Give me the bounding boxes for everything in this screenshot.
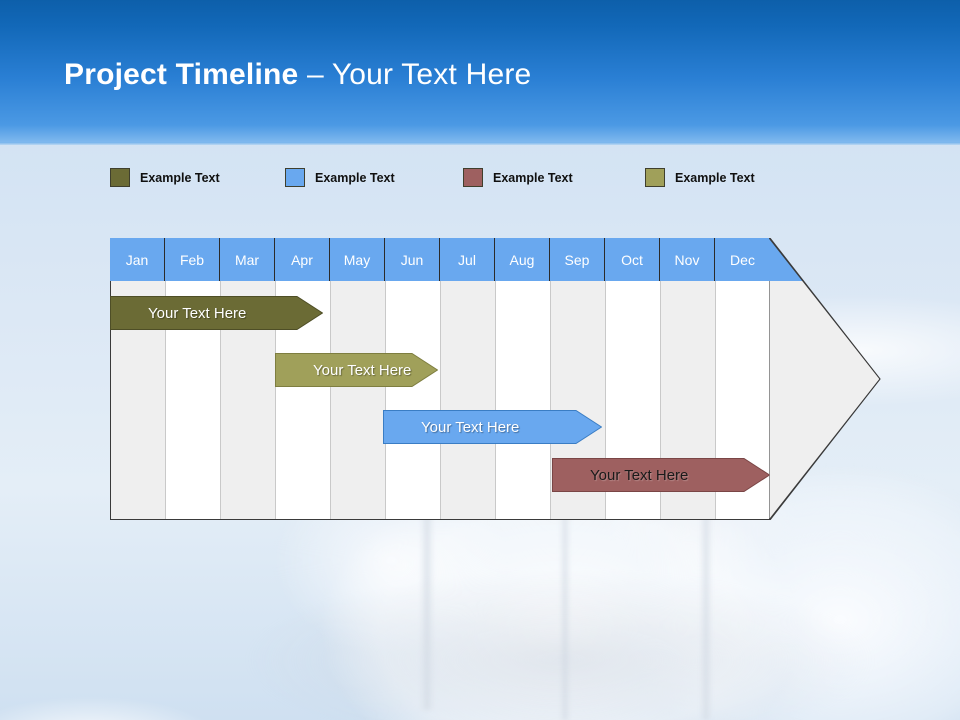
timeline-bar-4[interactable]: Your Text Here bbox=[552, 458, 770, 492]
fabric-fold-3 bbox=[560, 330, 570, 720]
header-divider bbox=[0, 142, 960, 145]
timeline-column-jan bbox=[111, 239, 166, 519]
timeline-bar-label-2: Your Text Here bbox=[313, 361, 412, 379]
legend-item-3[interactable]: Example Text bbox=[463, 168, 573, 187]
timeline-column-jun bbox=[386, 239, 441, 519]
page-title-bold: Project Timeline bbox=[64, 58, 299, 91]
timeline-bar-shape-1 bbox=[110, 296, 323, 330]
month-header-feb[interactable]: Feb bbox=[165, 238, 220, 281]
timeline-column-jul bbox=[441, 239, 496, 519]
legend-item-1[interactable]: Example Text bbox=[110, 168, 220, 187]
legend-swatch-icon-4 bbox=[645, 168, 665, 187]
month-header-may[interactable]: May bbox=[330, 238, 385, 281]
timeline-arrowhead bbox=[769, 238, 881, 520]
month-header-apr[interactable]: Apr bbox=[275, 238, 330, 281]
timeline-bar-label-1: Your Text Here bbox=[148, 304, 247, 322]
timeline-bar-2[interactable]: Your Text Here bbox=[275, 353, 438, 387]
legend-swatch-icon-3 bbox=[463, 168, 483, 187]
timeline-bar-1[interactable]: Your Text Here bbox=[110, 296, 323, 330]
legend-swatch-icon-2 bbox=[285, 168, 305, 187]
legend-label-1: Example Text bbox=[140, 170, 220, 185]
page-title-rest: – Your Text Here bbox=[298, 58, 532, 91]
timeline-column-mar bbox=[221, 239, 276, 519]
page-title: Project Timeline – Your Text Here bbox=[64, 58, 531, 92]
legend-swatch-icon-1 bbox=[110, 168, 130, 187]
legend-item-4[interactable]: Example Text bbox=[645, 168, 755, 187]
timeline-bar-3[interactable]: Your Text Here bbox=[383, 410, 602, 444]
fabric-shadow bbox=[160, 540, 920, 720]
header-banner bbox=[0, 0, 960, 142]
legend-label-4: Example Text bbox=[675, 170, 755, 185]
legend-item-2[interactable]: Example Text bbox=[285, 168, 395, 187]
legend: Example Text Example Text Example Text Exam… bbox=[110, 168, 830, 192]
month-header-jun[interactable]: Jun bbox=[385, 238, 440, 281]
legend-label-3: Example Text bbox=[493, 170, 573, 185]
timeline-bar-shape-3 bbox=[383, 410, 602, 444]
timeline-column-aug bbox=[496, 239, 551, 519]
legend-label-2: Example Text bbox=[315, 170, 395, 185]
timeline-bar-label-3: Your Text Here bbox=[421, 418, 520, 436]
timeline-column-oct bbox=[606, 239, 661, 519]
month-header-sep[interactable]: Sep bbox=[550, 238, 605, 281]
timeline-column-feb bbox=[166, 239, 221, 519]
month-header-aug[interactable]: Aug bbox=[495, 238, 550, 281]
timeline-bar-shape-2 bbox=[275, 353, 438, 387]
month-header-oct[interactable]: Oct bbox=[605, 238, 660, 281]
timeline-bar-shape-4 bbox=[552, 458, 770, 492]
month-header-jan[interactable]: Jan bbox=[110, 238, 165, 281]
month-header-nov[interactable]: Nov bbox=[660, 238, 715, 281]
month-header-mar[interactable]: Mar bbox=[220, 238, 275, 281]
timeline-bar-label-4: Your Text Here bbox=[590, 466, 689, 484]
month-header-jul[interactable]: Jul bbox=[440, 238, 495, 281]
month-header-dec[interactable]: Dec bbox=[715, 238, 770, 281]
